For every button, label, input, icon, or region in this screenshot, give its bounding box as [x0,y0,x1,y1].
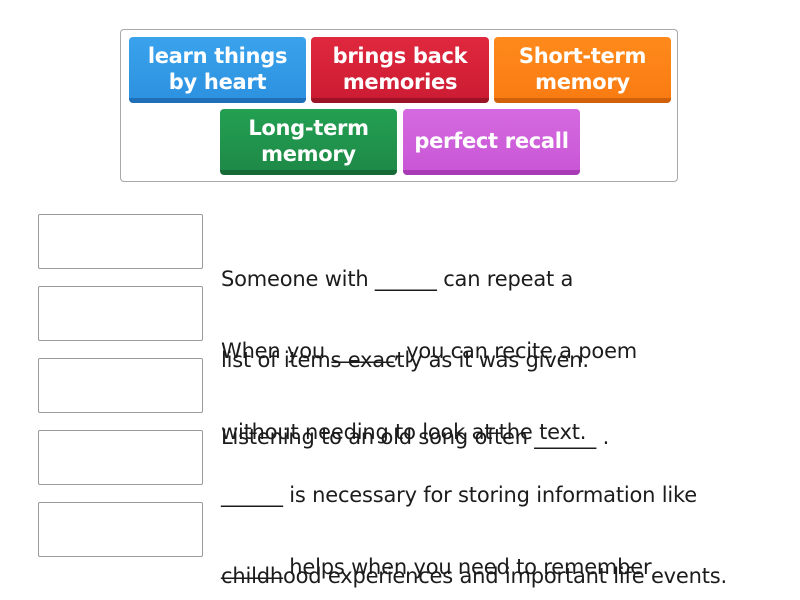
question-4-text: ______ is necessary for storing informat… [221,428,727,600]
tile-label: Long-term [248,115,369,140]
tile-perfect-recall[interactable]: perfect recall [403,109,580,175]
question-3-text: Listening to an old song often ______ . [221,370,609,505]
tile-label: Short-term [518,43,647,68]
question-line: When you ______, you can recite a poem [221,339,638,363]
question-line: ______ helps when you need to remember [221,555,652,579]
tile-brings-back-memories[interactable]: brings back memories [311,37,489,103]
answer-drop-zone-5[interactable] [38,502,203,557]
question-line: without needing to look at the text. [221,420,587,444]
tile-label: memory [535,69,630,94]
question-line: childhood experiences and important life… [221,564,727,588]
question-5-text: ______ helps when you need to remember a… [221,500,652,600]
tile-long-term-memory[interactable]: Long-term memory [220,109,397,175]
question-1-text: Someone with ______ can repeat a list of… [221,212,589,428]
tile-label: brings back [332,43,468,68]
answer-drop-zone-1[interactable] [38,214,203,269]
answer-drop-zone-4[interactable] [38,430,203,485]
tile-label: memory [261,141,356,166]
question-2-text: When you ______, you can recite a poem w… [221,284,637,500]
question-line: ______ is necessary for storing informat… [221,483,697,507]
word-bank: learn things by heart brings back memori… [120,29,678,182]
answer-drop-zone-2[interactable] [38,286,203,341]
tile-label: by heart [168,69,267,94]
tile-learn-things-by-heart[interactable]: learn things by heart [129,37,306,103]
question-line: Listening to an old song often ______ . [221,425,610,449]
question-line: list of items exactly as it was given. [221,348,589,372]
question-line: Someone with ______ can repeat a [221,267,574,291]
tile-label: memories [342,69,458,94]
answer-drop-zone-3[interactable] [38,358,203,413]
tile-short-term-memory[interactable]: Short-term memory [494,37,671,103]
tile-label: learn things [147,43,288,68]
tile-label: perfect recall [414,128,569,153]
